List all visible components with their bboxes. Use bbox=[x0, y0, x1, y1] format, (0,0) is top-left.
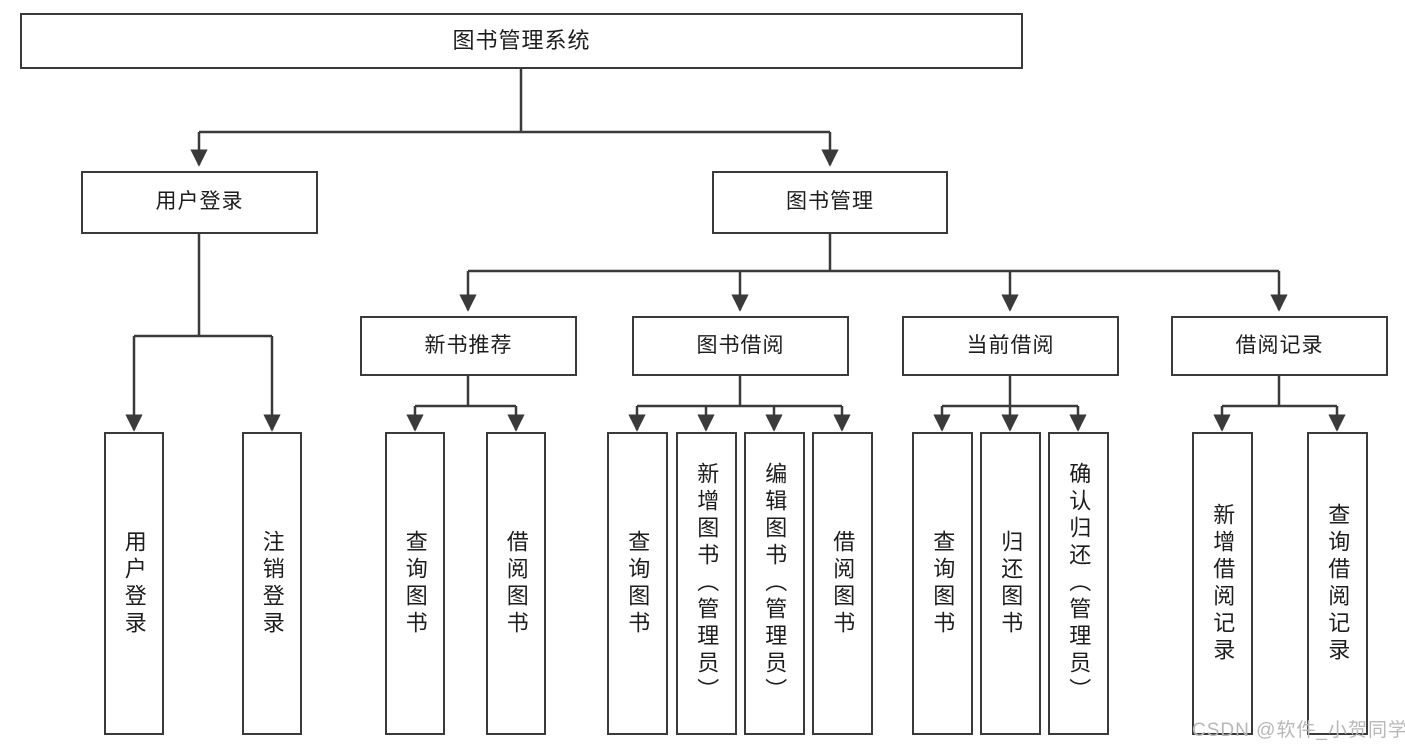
leaf-return-book[interactable]: 归还图书 bbox=[980, 432, 1041, 735]
node-root[interactable]: 图书管理系统 bbox=[20, 13, 1023, 69]
leaf-query-borrow-record-label: 查询借阅记录 bbox=[1325, 502, 1351, 665]
leaf-logout[interactable]: 注销登录 bbox=[242, 432, 302, 735]
node-user-login[interactable]: 用户登录 bbox=[81, 171, 318, 234]
leaf-add-borrow-record[interactable]: 新增借阅记录 bbox=[1192, 432, 1253, 735]
leaf-logout-label: 注销登录 bbox=[259, 529, 285, 638]
node-book-management[interactable]: 图书管理 bbox=[712, 171, 948, 234]
node-book-borrow-label: 图书借阅 bbox=[696, 333, 785, 357]
node-borrow-record-label: 借阅记录 bbox=[1235, 333, 1324, 357]
leaf-new-book-query[interactable]: 查询图书 bbox=[385, 432, 445, 735]
leaf-new-book-borrow-label: 借阅图书 bbox=[503, 529, 529, 638]
node-new-book-recommend-label: 新书推荐 bbox=[424, 333, 513, 357]
leaf-borrow-query-book-label: 查询图书 bbox=[625, 529, 651, 638]
leaf-query-borrow-record[interactable]: 查询借阅记录 bbox=[1307, 432, 1368, 735]
leaf-add-book-admin[interactable]: 新增图书（管理员） bbox=[676, 432, 737, 735]
leaf-current-query-book-label: 查询图书 bbox=[930, 529, 956, 638]
node-user-login-label: 用户登录 bbox=[155, 190, 244, 214]
leaf-user-login-label: 用户登录 bbox=[121, 529, 147, 638]
leaf-borrow-book[interactable]: 借阅图书 bbox=[812, 432, 873, 735]
leaf-current-query-book[interactable]: 查询图书 bbox=[912, 432, 973, 735]
node-current-borrow-label: 当前借阅 bbox=[966, 333, 1055, 357]
watermark: CSDN @软件_小贺同学 bbox=[1192, 720, 1405, 741]
node-borrow-record[interactable]: 借阅记录 bbox=[1171, 316, 1388, 376]
leaf-confirm-return-admin-label: 确认归还（管理员） bbox=[1066, 462, 1092, 705]
leaf-return-book-label: 归还图书 bbox=[998, 529, 1024, 638]
node-book-borrow[interactable]: 图书借阅 bbox=[632, 316, 849, 376]
leaf-borrow-book-label: 借阅图书 bbox=[830, 529, 856, 638]
leaf-new-book-borrow[interactable]: 借阅图书 bbox=[486, 432, 546, 735]
leaf-new-book-query-label: 查询图书 bbox=[402, 529, 428, 638]
leaf-user-login[interactable]: 用户登录 bbox=[104, 432, 164, 735]
node-root-label: 图书管理系统 bbox=[452, 28, 591, 54]
node-new-book-recommend[interactable]: 新书推荐 bbox=[360, 316, 577, 376]
leaf-edit-book-admin[interactable]: 编辑图书（管理员） bbox=[744, 432, 805, 735]
leaf-edit-book-admin-label: 编辑图书（管理员） bbox=[762, 462, 788, 705]
leaf-add-borrow-record-label: 新增借阅记录 bbox=[1210, 502, 1236, 665]
node-current-borrow[interactable]: 当前借阅 bbox=[902, 316, 1119, 376]
leaf-confirm-return-admin[interactable]: 确认归还（管理员） bbox=[1048, 432, 1109, 735]
leaf-add-book-admin-label: 新增图书（管理员） bbox=[694, 462, 720, 705]
node-book-management-label: 图书管理 bbox=[786, 190, 874, 214]
leaf-borrow-query-book[interactable]: 查询图书 bbox=[607, 432, 668, 735]
